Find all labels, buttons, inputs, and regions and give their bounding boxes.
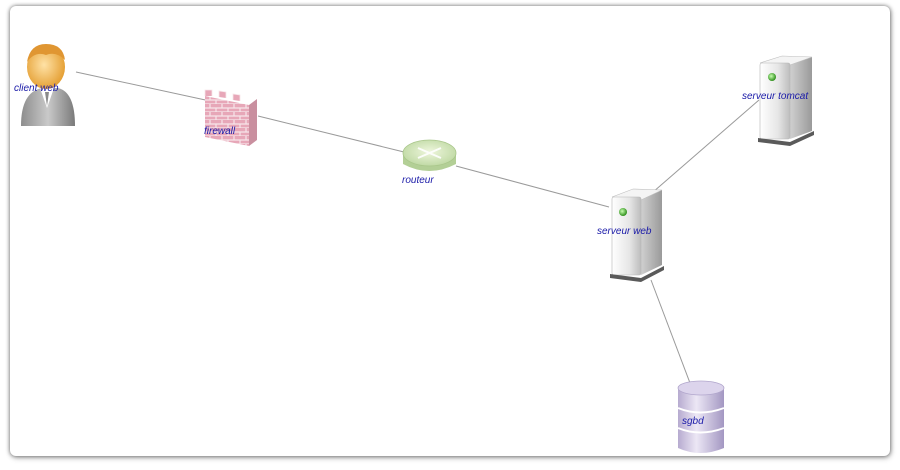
node-sgbd[interactable]: sgbd <box>677 380 725 453</box>
node-serveur-tomcat[interactable]: serveur tomcat <box>742 55 814 146</box>
node-label: serveur tomcat <box>742 91 809 102</box>
router-icon <box>402 139 457 171</box>
node-label: routeur <box>402 175 434 186</box>
node-serveur-web[interactable]: serveur web <box>597 188 664 282</box>
node-firewall[interactable]: firewall <box>204 89 257 146</box>
node-label: serveur web <box>597 226 652 237</box>
server-icon <box>610 188 664 282</box>
node-label: sgbd <box>682 416 704 427</box>
server-icon <box>758 55 814 146</box>
edge-serveur-web-tomcat <box>644 99 760 200</box>
edge-serveur-web-sgbd <box>650 279 691 384</box>
node-routeur[interactable]: routeur <box>402 139 457 186</box>
edge-firewall-routeur <box>257 115 405 153</box>
node-label: client web <box>14 83 59 94</box>
brick-wall-icon <box>204 89 257 146</box>
edges <box>75 71 760 384</box>
edge-client-firewall <box>75 71 211 102</box>
database-icon <box>677 380 725 453</box>
node-label: firewall <box>204 126 236 137</box>
node-client-web[interactable]: client web <box>14 44 75 126</box>
user-icon <box>21 44 75 126</box>
diagram-canvas <box>10 6 890 456</box>
edge-routeur-serveur-web <box>455 165 610 208</box>
